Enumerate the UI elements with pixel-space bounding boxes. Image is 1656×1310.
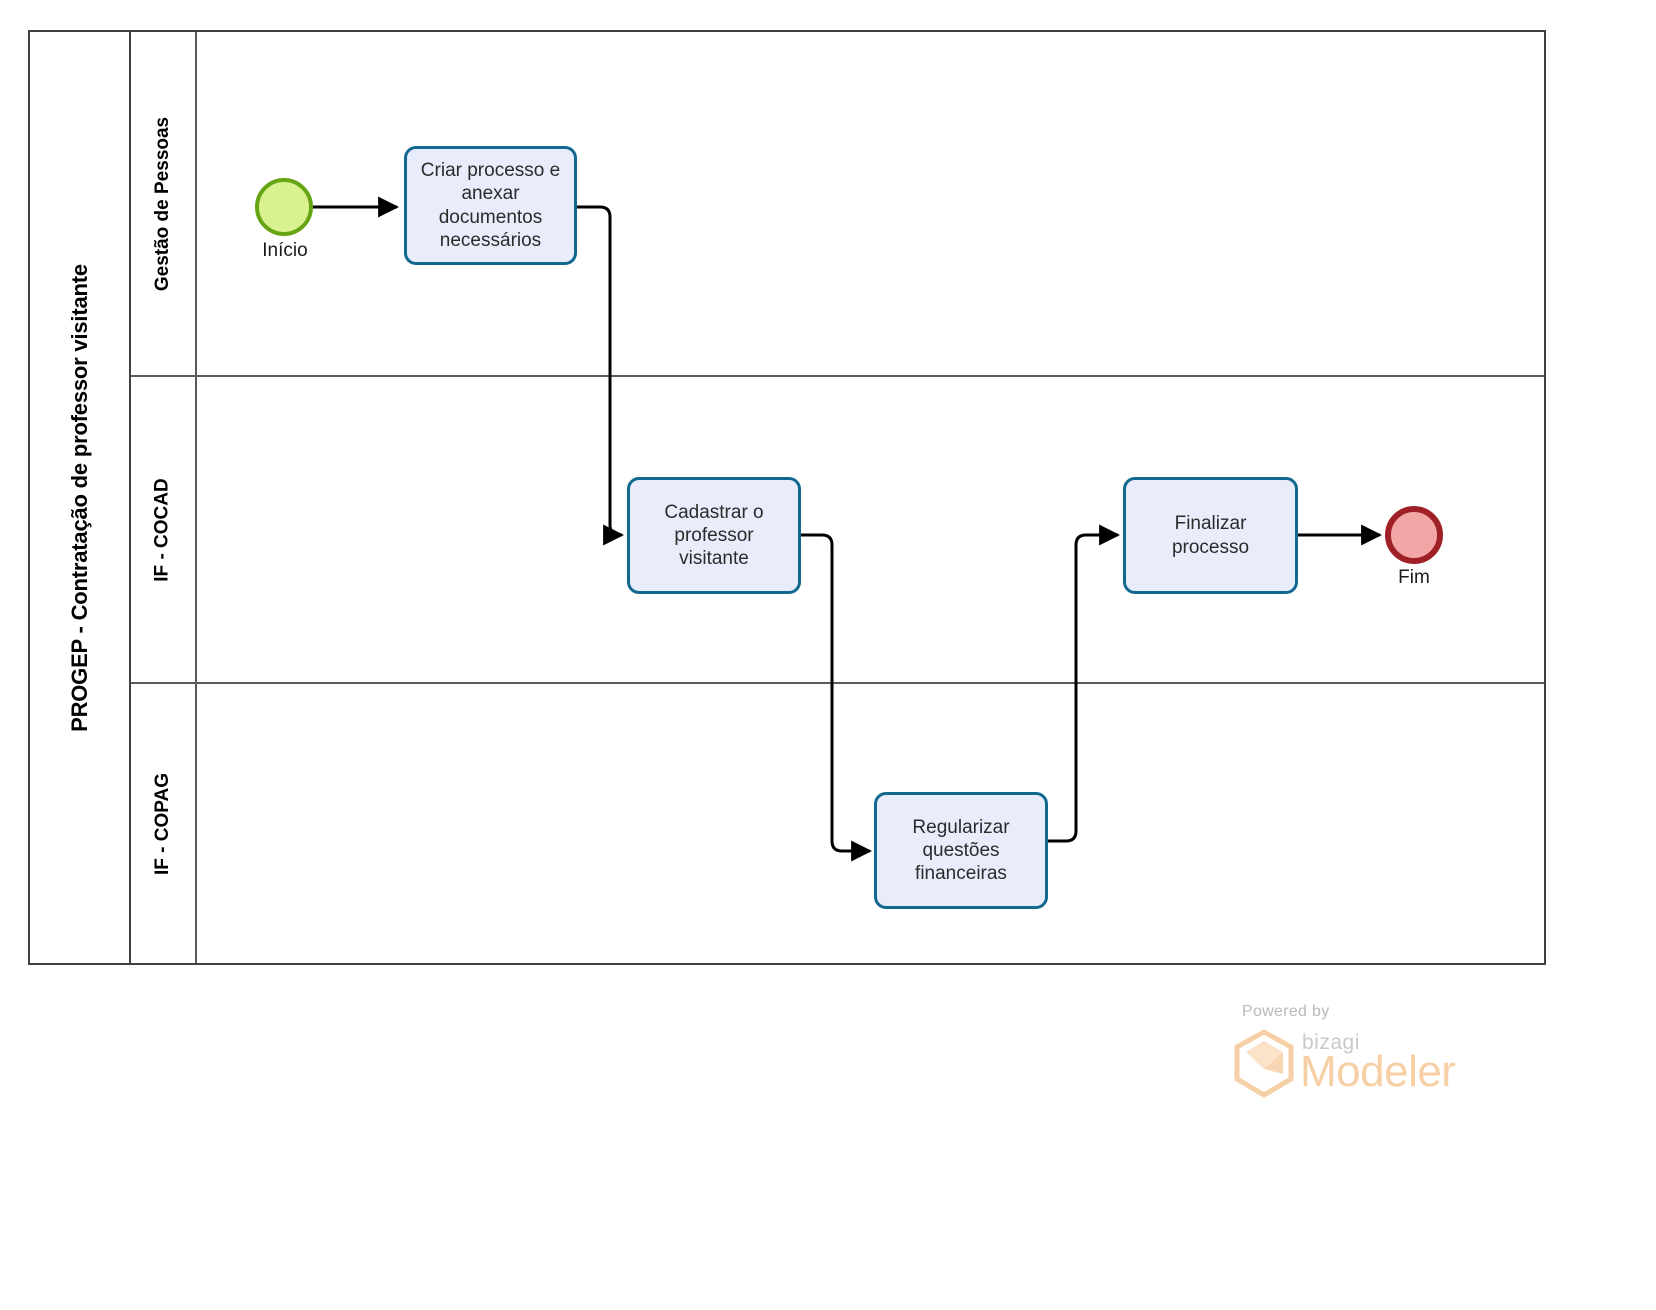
task-cadastrar-professor[interactable]: Cadastrar o professor visitante — [627, 477, 801, 594]
pool-title-band: PROGEP - Contratação de professor visita… — [30, 32, 131, 963]
lane-if-copag: IF - COPAG — [131, 684, 1544, 963]
lane-gestao-pessoas: Gestão de Pessoas — [131, 32, 1544, 377]
start-event-label: Início — [262, 240, 308, 261]
task-regularizar-questoes[interactable]: Regularizar questões financeiras — [874, 792, 1048, 909]
watermark-brand-label: bizagi — [1302, 1031, 1360, 1054]
watermark-logo-row: bizagi Modeler — [1228, 1025, 1478, 1105]
task-finalizar-processo[interactable]: Finalizar processo — [1123, 477, 1298, 594]
lane-if-cocad-title-band: IF - COCAD — [131, 377, 197, 682]
task-criar-processo[interactable]: Criar processo e anexar documentos neces… — [404, 146, 577, 265]
page-title: PROGEP - Contratação de professor visita… — [66, 263, 92, 732]
bizagi-hexagon-icon — [1234, 1029, 1294, 1098]
lane-if-copag-label: IF - COPAG — [152, 772, 174, 875]
lane-container: Gestão de Pessoas IF - COCAD IF - COPAG — [131, 32, 1544, 963]
watermark-product-label: Modeler — [1300, 1047, 1456, 1096]
watermark-powered-by-label: Powered by — [1242, 1003, 1330, 1020]
bizagi-watermark: Powered by bizagi Modeler — [1228, 1003, 1478, 1113]
lane-gestao-pessoas-label: Gestão de Pessoas — [152, 116, 174, 291]
lane-if-cocad-label: IF - COCAD — [152, 477, 173, 582]
lane-if-cocad: IF - COCAD — [131, 377, 1544, 684]
end-event-label: Fim — [1398, 567, 1430, 588]
end-event[interactable] — [1385, 506, 1443, 564]
lane-gestao-pessoas-title-band: Gestão de Pessoas — [131, 32, 197, 375]
start-event[interactable] — [255, 178, 313, 236]
lane-if-copag-title-band: IF - COPAG — [131, 684, 197, 963]
